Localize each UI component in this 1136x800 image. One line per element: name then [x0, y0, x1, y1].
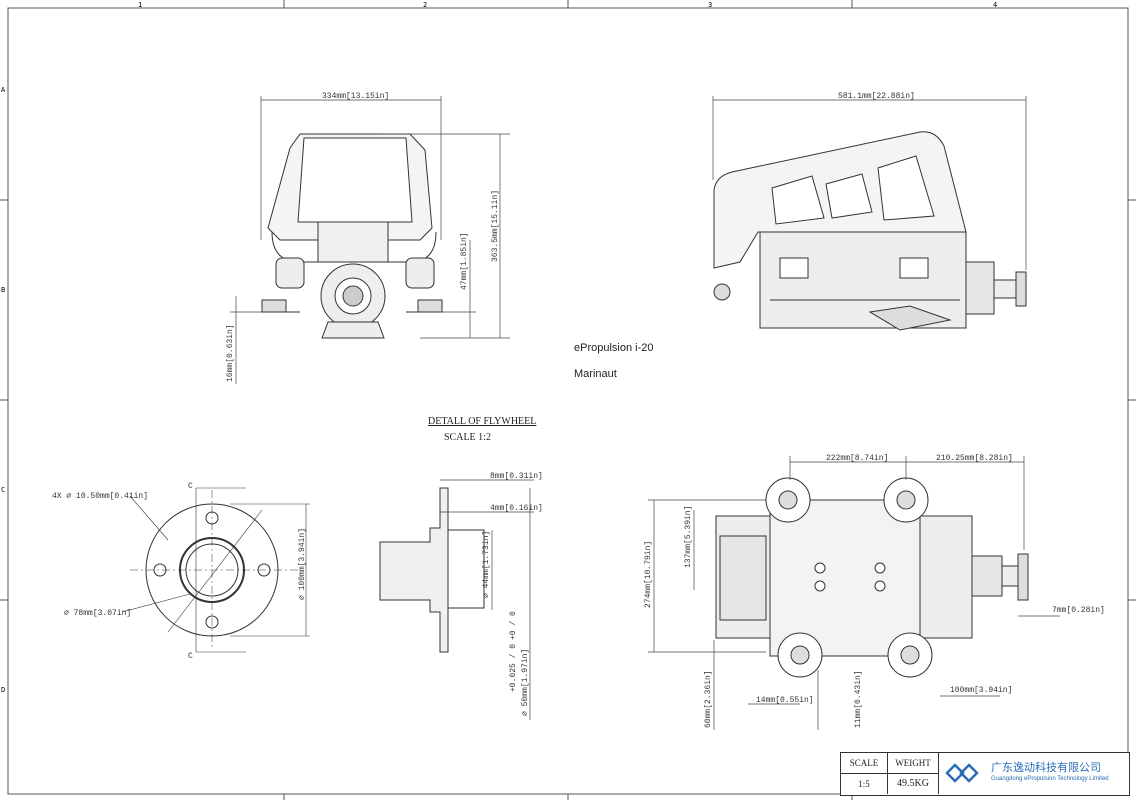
top-dims — [648, 456, 1060, 730]
dim-top-shaft: 7mm[0.28in] — [1052, 606, 1105, 615]
front-dims — [230, 96, 510, 384]
dim-sec-8: 8mm[0.31in] — [490, 472, 543, 481]
dim-sec-4: 4mm[0.16in] — [490, 504, 543, 513]
title-block: SCALE 1:5 WEIGHT 49.5KG 广东逸动科技有限公司 Guang… — [840, 752, 1130, 796]
zone-row-a: A — [1, 86, 6, 94]
dim-sec-44: ⌀ 44mm[1.73in] — [482, 531, 491, 598]
dim-front-shaft: 47mm[1.85in] — [460, 232, 469, 290]
dim-top-a: 222mm[8.74in] — [826, 454, 888, 463]
weight-label: WEIGHT — [888, 753, 939, 774]
dim-top-60: 60mm[2.36in] — [704, 670, 713, 728]
dim-top-height: 274mm[10.79in] — [644, 541, 653, 608]
side-dims — [712, 96, 1027, 270]
front-view — [261, 133, 443, 339]
dim-front-width: 334mm[13.15in] — [322, 92, 389, 101]
flywheel-face — [121, 487, 310, 653]
dim-top-100: 100mm[3.94in] — [950, 686, 1012, 695]
dim-fw-outer: ⌀ 100mm[3.94in] — [298, 528, 307, 600]
scale-value: 1:5 — [841, 774, 888, 794]
zone-col-2: 2 — [423, 1, 427, 9]
detail-scale: SCALE 1:2 — [444, 432, 491, 443]
weight-value: 49.5KG — [888, 774, 939, 794]
brand-name: Marinaut — [574, 368, 617, 380]
dim-front-foot: 16mm[0.63in] — [226, 324, 235, 382]
zone-row-c: C — [1, 486, 5, 494]
scale-label: SCALE — [841, 753, 888, 774]
dim-top-b: 210.25mm[8.28in] — [936, 454, 1013, 463]
section-label-top: C — [188, 482, 193, 491]
zone-row-d: D — [1, 686, 5, 694]
detail-title: DETALL OF FLYWHEEL — [428, 416, 537, 427]
zone-col-1: 1 — [138, 1, 142, 9]
company-logo-icon — [945, 763, 979, 783]
dim-top-14: 14mm[0.55in] — [756, 696, 814, 705]
dim-top-11: 11mm[0.43in] — [854, 670, 863, 728]
dim-sec-tol2: +0 / 0 — [509, 611, 518, 640]
side-view — [713, 131, 1027, 331]
dim-sec-tol: +0.025 / 0 — [509, 644, 518, 692]
zone-col-4: 4 — [993, 1, 997, 9]
zone-col-3: 3 — [708, 1, 712, 9]
company-name-en: Guangdong ePropulsion Technology Limited — [991, 776, 1109, 782]
company-name-cn: 广东逸动科技有限公司 — [991, 761, 1101, 774]
dim-side-length: 581.1mm[22.88in] — [838, 92, 915, 101]
dim-fw-inner: ⌀ 78mm[3.07in] — [64, 609, 131, 618]
dim-sec-50: ⌀ 50mm[1.97in] — [521, 649, 530, 716]
product-name: ePropulsion i-20 — [574, 342, 654, 354]
dim-fw-holes: 4X ⌀ 10.50mm[0.41in] — [52, 492, 148, 501]
section-label-bottom: C — [188, 652, 193, 661]
top-view — [715, 477, 1029, 678]
zone-row-b: B — [1, 286, 5, 294]
section-dims — [440, 479, 534, 720]
dim-top-inner: 137mm[5.39in] — [684, 506, 693, 568]
dim-front-height: 363.5mm[15.1in] — [491, 190, 500, 262]
flywheel-section — [379, 487, 485, 653]
